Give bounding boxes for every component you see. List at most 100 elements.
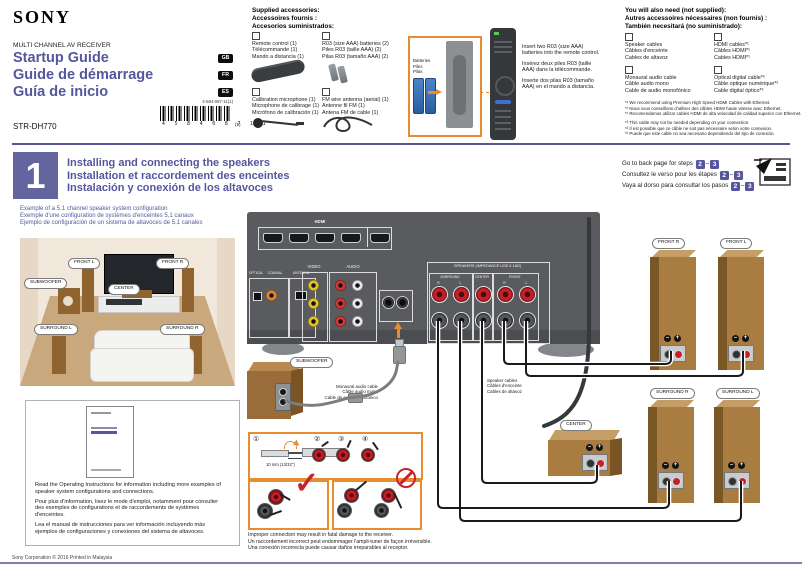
front-group-label: FRONT [509, 275, 521, 279]
wire-insulation [261, 450, 289, 457]
remote-nav-pad [495, 76, 515, 96]
zone-out-jack [396, 296, 409, 309]
fm-antenna-icon [323, 116, 373, 132]
plus-sign: + [742, 335, 749, 342]
remote-button-rows [494, 39, 512, 53]
also-need-heading: You will also need (not supplied): Autre… [625, 7, 768, 30]
front-l-speaker: – + [718, 257, 764, 370]
bare-wire [288, 451, 302, 455]
label-front-l: FRONT L [68, 258, 101, 269]
title-fr: Guide de démarrage [13, 67, 154, 83]
binding-post-plus [431, 286, 448, 303]
binding-post-minus [453, 312, 470, 329]
subwoofer-input-jack [279, 398, 287, 406]
booklet-text-line [91, 469, 121, 471]
accessory-remote-control: Remote control (1) Télécommande (1) Mand… [252, 41, 304, 60]
product-type: MULTI CHANNEL AV RECEIVER [13, 42, 111, 49]
arrow-right-icon [428, 91, 436, 94]
step-3-badge: 3 [734, 171, 744, 180]
hdmi-label: HDMI [314, 219, 326, 224]
step-2-circle: ② [314, 436, 321, 443]
step-3-circle: ③ [338, 436, 345, 443]
footnotes-optical: *² This cable may not be needed dependin… [625, 120, 775, 137]
header-divider [12, 143, 790, 145]
minus-sign: – [664, 335, 671, 342]
coaxial-jack [266, 290, 277, 301]
speakers-impedance-label: SPEAKERS (IMPEDANCE USE 6-16Ω) [454, 264, 521, 268]
subwoofer-cone [63, 296, 73, 306]
terminal-jack-plus [674, 350, 683, 359]
title-en: Startup Guide [13, 50, 109, 66]
step-2-badge: 2 [695, 160, 705, 169]
callout-front-r: FRONT R [652, 238, 686, 249]
remote-button-rows [495, 110, 511, 130]
receiver-foot [262, 342, 304, 355]
terminal-jack-minus [664, 350, 673, 359]
surround-left-speaker-image [52, 336, 66, 374]
audio-label: AUDIO [346, 264, 360, 269]
binding-post-plus [453, 286, 470, 303]
terminal-jack-minus [662, 477, 671, 486]
plus-sign: + [738, 462, 745, 469]
binding-post-plus [475, 286, 492, 303]
terminal-post-icon [361, 448, 375, 462]
center-terminal-group [473, 273, 493, 341]
microphone-plug [296, 122, 304, 125]
callout-front-l: FRONT L [720, 238, 753, 249]
video-rca-jack [308, 298, 319, 309]
front-left-speaker-image [82, 268, 94, 312]
receiver-in-cabinet [106, 299, 142, 305]
barcode [160, 106, 232, 121]
battery-image [413, 78, 424, 114]
battery-labels: Batteries Piles Pilas [413, 58, 431, 75]
item-speaker-cables: Speaker cables Câbles d'enceinte Cables … [625, 42, 668, 61]
barcode-suffix: (1) [235, 122, 241, 127]
example-caption: Example of a 5.1 channel speaker system … [20, 206, 203, 227]
minus-sign: – [728, 462, 735, 469]
remote-control-front-image [490, 28, 516, 140]
supplied-heading: Supplied accessories: Accessoires fourni… [252, 7, 334, 31]
surround-group-label: SURROUND [440, 275, 460, 279]
booklet-text-line [91, 412, 111, 414]
booklet-text-line [91, 431, 117, 434]
sony-logo: SONY [13, 7, 72, 27]
label-surround-l: SURROUND L [34, 324, 78, 335]
manual-note: Read the Operating Instructions for info… [35, 482, 221, 535]
title-es: Guía de inicio [13, 84, 109, 100]
binding-post-plus [519, 286, 536, 303]
item-monaural-cable: Monaural audio cable Câble audio mono Ca… [625, 75, 691, 94]
improper-connection-warning: Improper connection may result in fatal … [248, 532, 432, 552]
model-number: STR-DH770 [13, 122, 57, 131]
terminal-jack-plus [672, 477, 681, 486]
surround-l-speaker: – + [714, 407, 760, 503]
post-letter: R [437, 281, 440, 285]
optical-jack [253, 292, 262, 301]
strip-length-label: 10 mm (13/32") [266, 462, 295, 467]
lang-badge-fr: FR [218, 71, 233, 80]
surround-r-speaker: – + [648, 407, 694, 503]
supplied-heading-es: Accesorios suministrados: [252, 22, 335, 30]
digital-in-group [249, 278, 289, 338]
minus-sign: – [662, 462, 669, 469]
hdmi-port [341, 233, 361, 243]
accessory-fm-antenna: FM wire antenna (aerial) (1) Antenne fil… [322, 97, 389, 116]
item-optical-cable: Optical digital cable*² Câble optique nu… [714, 75, 779, 94]
subwoofer-input-jack [279, 388, 287, 396]
battery-insert-instructions: Insert two R03 (size AAA) batteries into… [522, 44, 600, 91]
flip-page-icon [754, 158, 791, 186]
hdmi-port [289, 233, 309, 243]
terminal-post-icon [268, 489, 284, 505]
terminal-jack-plus [738, 477, 747, 486]
binding-post-minus [431, 312, 448, 329]
battery-image [337, 65, 348, 84]
checkbox-calibration-mic [252, 88, 260, 96]
subwoofer-out-jack [382, 296, 395, 309]
step1-heading: Installing and connecting the speakers I… [67, 157, 290, 195]
terminal-jack-plus [596, 459, 605, 468]
room-illustration: FRONT L FRONT R CENTER SUBWOOFER SURROUN… [20, 238, 235, 386]
step-1-circle: ① [253, 436, 260, 443]
check-icon: ✓ [294, 467, 320, 500]
optical-label: OPTICAL [248, 271, 264, 275]
front-terminal-group [493, 273, 539, 341]
terminal-post-icon [344, 488, 359, 503]
